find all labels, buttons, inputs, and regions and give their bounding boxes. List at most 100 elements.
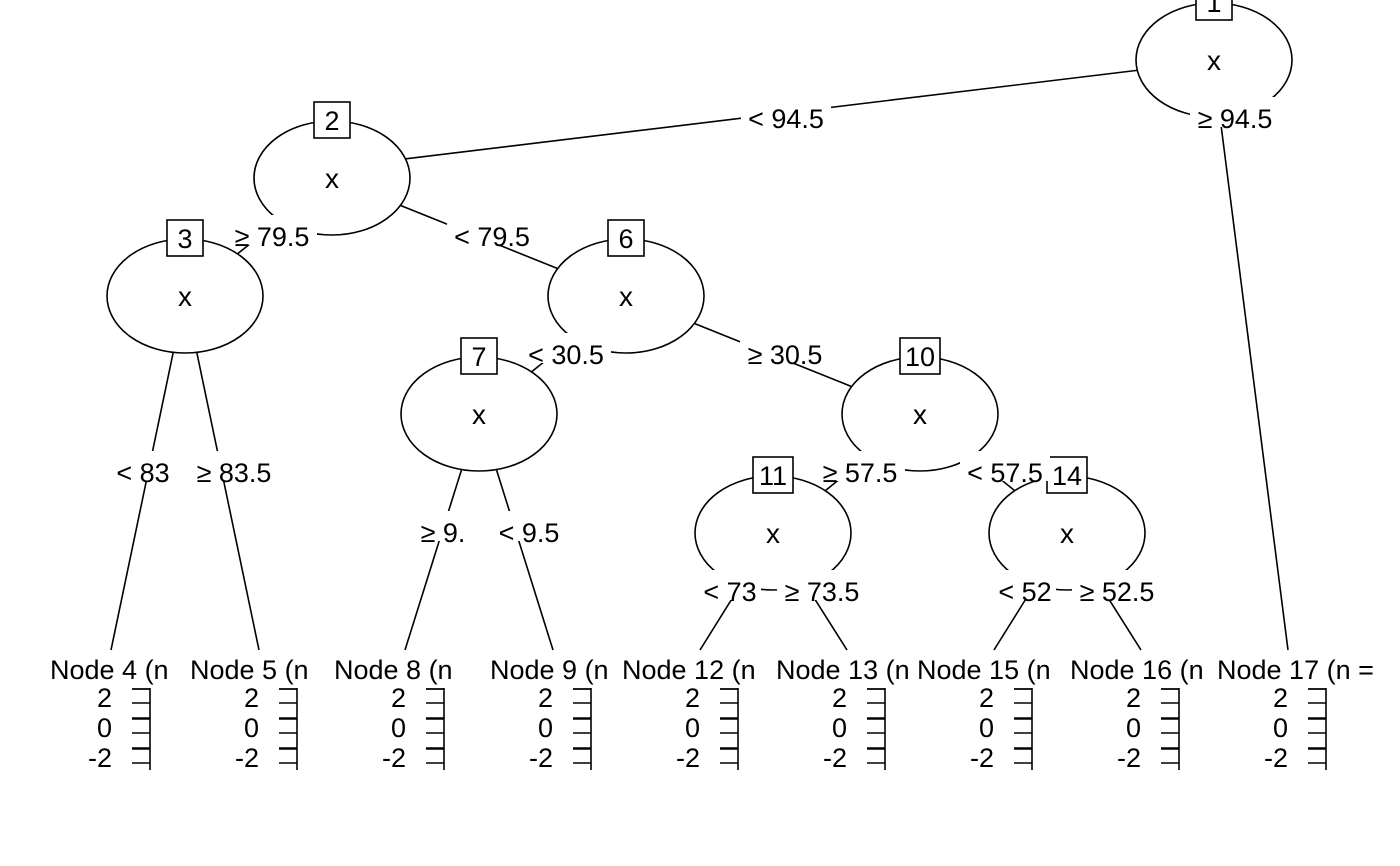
edge-label: ≥ 73.5 bbox=[777, 570, 867, 607]
node-id-label: 10 bbox=[905, 342, 935, 372]
inner-node-3: x3 bbox=[106, 219, 264, 354]
node-variable-label: x bbox=[619, 281, 633, 312]
axis-tick-label: -2 bbox=[823, 743, 847, 773]
node-id-box bbox=[607, 219, 645, 257]
node-id-label: 6 bbox=[618, 224, 633, 254]
edge-label-text: ≥ 83.5 bbox=[197, 458, 272, 488]
node-id-label: 14 bbox=[1052, 461, 1082, 491]
axis-tick-label: -2 bbox=[529, 743, 553, 773]
axis-tick-label: 2 bbox=[685, 683, 700, 713]
terminal-node: Node 5 (n20-2 bbox=[188, 652, 346, 773]
edge-label-text: ≥ 52.5 bbox=[1080, 577, 1155, 607]
node-id-box bbox=[899, 337, 941, 375]
inner-node-10: x10 bbox=[841, 337, 999, 472]
edge-label: ≥ 30.5 bbox=[740, 333, 830, 370]
edge-label-text: < 73 bbox=[703, 577, 756, 607]
node-id-label: 2 bbox=[324, 106, 339, 136]
axis-tick-label: -2 bbox=[1117, 743, 1141, 773]
axis-tick-label: 0 bbox=[832, 713, 847, 743]
axis-tick-label: 0 bbox=[685, 713, 700, 743]
axis-tick-label: 2 bbox=[1273, 683, 1288, 713]
node-variable-label: x bbox=[1207, 45, 1221, 76]
terminal-node-title: Node 13 (n bbox=[776, 655, 910, 685]
edge-label: ≥ 83.5 bbox=[189, 451, 279, 488]
edge-label-text: ≥ 94.5 bbox=[1198, 104, 1273, 134]
edge-label-text: ≥ 30.5 bbox=[748, 340, 823, 370]
node-id-box bbox=[313, 101, 351, 139]
terminal-node: Node 12 (n20-2 bbox=[620, 652, 778, 773]
edge-labels-layer: < 94.5 ≥ 94.5 ≥ 79.5 < 79.5 < 83 ≥ 83.5 < 30.5… bbox=[112, 97, 1280, 607]
edge-label-text: < 83 bbox=[116, 458, 169, 488]
edge-label-text: < 9.5 bbox=[499, 518, 560, 548]
terminal-node-title: Node 12 (n bbox=[622, 655, 756, 685]
axis-tick-label: -2 bbox=[88, 743, 112, 773]
node-variable-label: x bbox=[325, 163, 339, 194]
terminal-node: Node 15 (n20-2 bbox=[915, 652, 1073, 773]
node-id-label: 3 bbox=[177, 224, 192, 254]
terminal-node: Node 4 (n20-2 bbox=[48, 652, 206, 773]
terminal-node-title: Node 17 (n = bbox=[1217, 655, 1374, 685]
axis-tick-label: 0 bbox=[391, 713, 406, 743]
axis-tick-label: 2 bbox=[1126, 683, 1141, 713]
axis-tick-label: 2 bbox=[244, 683, 259, 713]
axis-tick-label: 2 bbox=[391, 683, 406, 713]
axis-tick-label: -2 bbox=[970, 743, 994, 773]
axis-tick-label: -2 bbox=[235, 743, 259, 773]
terminal-node-title: Node 16 (n bbox=[1070, 655, 1204, 685]
terminal-node-title: Node 15 (n bbox=[917, 655, 1051, 685]
axis-tick-label: 0 bbox=[538, 713, 553, 743]
node-variable-label: x bbox=[766, 518, 780, 549]
edge-label-text: ≥ 9. bbox=[421, 518, 466, 548]
edge-label: < 83 bbox=[112, 451, 174, 488]
edge-label: < 73 bbox=[699, 570, 761, 607]
terminal-node-title: Node 4 (n bbox=[50, 655, 169, 685]
tree-edge bbox=[329, 69, 1141, 169]
inner-node-11: x 11 bbox=[694, 456, 852, 591]
node-id-box bbox=[166, 219, 204, 257]
axis-tick-label: 0 bbox=[97, 713, 112, 743]
axis-tick-label: -2 bbox=[382, 743, 406, 773]
edge-label-text: < 94.5 bbox=[748, 104, 824, 134]
inner-node-1: x1 bbox=[1135, 0, 1293, 118]
node-variable-label: x bbox=[472, 399, 486, 430]
axis-tick-label: -2 bbox=[1264, 743, 1288, 773]
axis-tick-label: 2 bbox=[538, 683, 553, 713]
node-variable-label: x bbox=[1060, 518, 1074, 549]
node-variable-label: x bbox=[178, 281, 192, 312]
edge-label-text: < 79.5 bbox=[454, 222, 530, 252]
axis-tick-label: -2 bbox=[676, 743, 700, 773]
inner-node-2: x2 bbox=[253, 101, 411, 236]
axis-tick-label: 0 bbox=[1126, 713, 1141, 743]
axis-tick-label: 0 bbox=[1273, 713, 1288, 743]
terminal-node: Node 8 (n20-2 bbox=[332, 652, 490, 773]
edge-label: < 94.5 bbox=[741, 97, 831, 134]
edge-label: ≥ 57.5 bbox=[815, 451, 905, 488]
tree-edge bbox=[1213, 69, 1289, 651]
axis-tick-label: 2 bbox=[979, 683, 994, 713]
edge-label-text: < 30.5 bbox=[528, 340, 604, 370]
node-id-box bbox=[1195, 0, 1233, 21]
node-id-box bbox=[460, 337, 498, 375]
node-id-label: 1 bbox=[1206, 0, 1221, 18]
node-id-label: 11 bbox=[759, 461, 787, 491]
edge-label: ≥ 79.5 bbox=[227, 215, 317, 252]
terminal-node-title: Node 9 (n bbox=[490, 655, 609, 685]
terminal-node-title: Node 5 (n bbox=[190, 655, 309, 685]
node-id-label: 7 bbox=[471, 342, 486, 372]
edge-label: ≥ 52.5 bbox=[1072, 570, 1162, 607]
edge-label: < 30.5 bbox=[521, 333, 611, 370]
edge-label-text: ≥ 79.5 bbox=[235, 222, 310, 252]
axis-tick-label: 2 bbox=[832, 683, 847, 713]
axis-tick-label: 0 bbox=[244, 713, 259, 743]
terminal-node: Node 9 (n20-2 bbox=[488, 652, 646, 773]
node-id-box bbox=[1046, 456, 1088, 494]
axis-tick-label: 2 bbox=[97, 683, 112, 713]
inner-node-14: x 14 bbox=[988, 456, 1146, 591]
inner-node-6: x6 bbox=[547, 219, 705, 354]
edge-label: < 9.5 bbox=[491, 511, 567, 548]
edge-label-text: ≥ 73.5 bbox=[785, 577, 860, 607]
edge-label-text: < 57.5 bbox=[967, 458, 1043, 488]
